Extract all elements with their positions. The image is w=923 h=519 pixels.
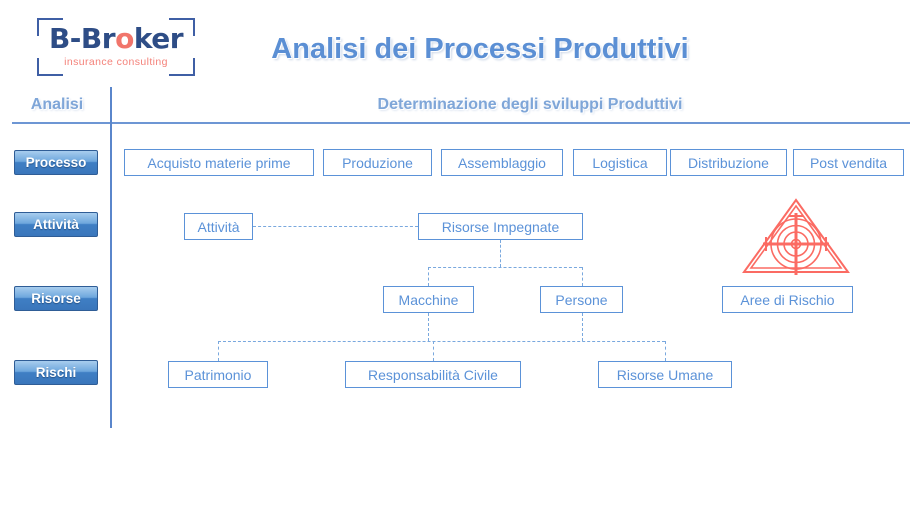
connector-bus-to-patrimonio [218, 341, 219, 361]
connector-bus-to-persone [582, 267, 583, 286]
process-node-acquisto-materie-prime[interactable]: Acquisto materie prime [124, 149, 314, 176]
page-title: Analisi dei Processi Produttivi [271, 33, 689, 65]
company-logo: B-Broker insurance consulting [37, 18, 195, 76]
sidebar-item-label: Processo [25, 155, 87, 170]
sidebar-item-risorse[interactable]: Risorse [14, 286, 98, 311]
connector-persone-down [582, 313, 583, 341]
risk-node-responsabilita-civile[interactable]: Responsabilità Civile [345, 361, 521, 388]
process-node-logistica[interactable]: Logistica [573, 149, 667, 176]
process-node-assemblaggio[interactable]: Assemblaggio [441, 149, 563, 176]
logo-wordmark: B-Broker [37, 22, 195, 55]
node-label: Risorse Impegnate [441, 218, 560, 235]
node-label: Logistica [592, 154, 648, 171]
vertical-divider [110, 87, 112, 428]
sidebar-item-attivita[interactable]: Attività [14, 212, 98, 237]
connector-bus-to-responsabilita [433, 341, 434, 361]
process-node-post-vendita[interactable]: Post vendita [793, 149, 904, 176]
sidebar-item-processo[interactable]: Processo [14, 150, 98, 175]
connector-bus-to-risorse-umane [665, 341, 666, 361]
logo-word-accent: o [115, 22, 134, 55]
logo-bracket-bottom-right [169, 58, 195, 76]
logo-tagline: insurance consulting [64, 56, 168, 68]
node-label: Risorse Umane [616, 366, 714, 383]
activity-node-risorse-impegnate[interactable]: Risorse Impegnate [418, 213, 583, 240]
logo-bracket-bottom-left [37, 58, 63, 76]
risk-target-triangle-icon [740, 196, 852, 278]
logo-word-part-2: ker [133, 22, 184, 55]
resource-node-macchine[interactable]: Macchine [383, 286, 474, 313]
connector-risorse-down [500, 240, 501, 267]
connector-resource-bus [428, 267, 582, 268]
resource-node-persone[interactable]: Persone [540, 286, 623, 313]
logo-word-part-1: B-Br [48, 22, 116, 55]
node-label: Attività [197, 218, 240, 235]
connector-attivita-risorse [253, 226, 418, 227]
activity-node-attivita[interactable]: Attività [184, 213, 253, 240]
node-label: Post vendita [809, 154, 888, 171]
node-label: Acquisto materie prime [147, 154, 291, 171]
node-label: Assemblaggio [458, 154, 546, 171]
logo-bracket-top-right [169, 18, 195, 36]
node-label: Persone [555, 291, 608, 308]
process-node-distribuzione[interactable]: Distribuzione [670, 149, 787, 176]
sidebar-item-label: Risorse [31, 291, 81, 306]
risk-area-node[interactable]: Aree di Rischio [722, 286, 853, 313]
node-label: Distribuzione [688, 154, 769, 171]
header-divider [12, 122, 910, 124]
column-header-analisi: Analisi [30, 96, 84, 113]
node-label: Patrimonio [184, 366, 252, 383]
logo-bracket-top-left [37, 18, 63, 36]
risk-node-patrimonio[interactable]: Patrimonio [168, 361, 268, 388]
node-label: Produzione [342, 154, 413, 171]
process-node-produzione[interactable]: Produzione [323, 149, 432, 176]
connector-risk-bus [218, 341, 665, 342]
connector-bus-to-macchine [428, 267, 429, 286]
column-header-determinazione: Determinazione degli sviluppi Produttivi [377, 96, 683, 113]
node-label: Macchine [398, 291, 459, 308]
sidebar-item-rischi[interactable]: Rischi [14, 360, 98, 385]
risk-node-risorse-umane[interactable]: Risorse Umane [598, 361, 732, 388]
sidebar-item-label: Attività [33, 217, 79, 232]
sidebar-item-label: Rischi [35, 365, 77, 380]
connector-macchine-down [428, 313, 429, 341]
node-label: Responsabilità Civile [368, 366, 498, 383]
node-label: Aree di Rischio [740, 291, 835, 308]
